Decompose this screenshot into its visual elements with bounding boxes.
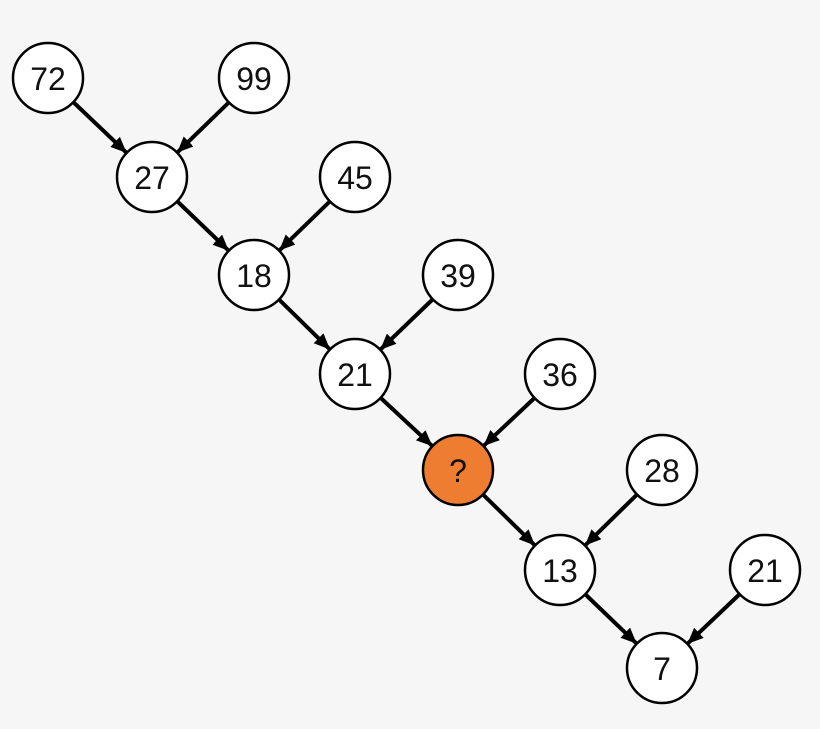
node-circle	[625, 631, 699, 705]
number-node: 99	[217, 41, 291, 115]
node-circle	[318, 337, 392, 411]
number-node: 45	[318, 140, 392, 214]
edge-arrow-n28-to-n13	[584, 493, 639, 547]
node-label: 21	[747, 553, 783, 589]
node-label: 28	[644, 453, 680, 489]
edge-arrow-n45-to-n18	[278, 199, 332, 252]
node-label: 13	[542, 553, 578, 589]
number-node: 21	[318, 337, 392, 411]
node-circle	[728, 533, 802, 607]
number-node: 28	[625, 433, 699, 507]
node-circle	[318, 140, 392, 214]
node-circle	[421, 238, 495, 312]
node-circle	[115, 140, 189, 214]
node-circle	[217, 238, 291, 312]
node-label: 72	[30, 61, 66, 97]
number-node: 27	[115, 140, 189, 214]
edge-arrow-n99-to-n27	[176, 100, 231, 154]
number-node: 18	[217, 238, 291, 312]
node-label: ?	[449, 453, 467, 489]
node-label: 27	[134, 160, 170, 196]
edge-arrow-n72-to-n27	[71, 100, 128, 154]
unknown-node: ?	[421, 433, 495, 507]
node-circle	[523, 533, 597, 607]
node-label: 39	[440, 258, 476, 294]
node-circle	[625, 433, 699, 507]
node-circle	[421, 433, 495, 507]
edge-arrow-n36-to-nq	[482, 396, 536, 447]
node-label: 45	[337, 160, 373, 196]
edges-layer	[71, 100, 742, 645]
number-node: 36	[523, 337, 597, 411]
node-circle	[523, 337, 597, 411]
edge-arrow-n21a-to-nq	[379, 396, 434, 447]
number-node: 13	[523, 533, 597, 607]
node-label: 36	[542, 357, 578, 393]
edge-arrow-n21b-to-n7	[686, 592, 742, 645]
edge-arrow-n39-to-n21a	[379, 297, 435, 351]
number-node: 39	[421, 238, 495, 312]
node-label: 18	[236, 258, 272, 294]
edge-arrow-n27-to-n18	[175, 199, 230, 252]
number-node: 72	[11, 41, 85, 115]
nodes-layer: 72 99 27 45 18 39 21 36? 28 13 21 7	[11, 41, 802, 705]
edge-arrow-nq-to-n13	[481, 493, 536, 547]
number-node: 21	[728, 533, 802, 607]
node-circle	[11, 41, 85, 115]
number-node: 7	[625, 631, 699, 705]
edge-arrow-n18-to-n21a	[277, 298, 331, 351]
node-label: 7	[653, 651, 671, 687]
node-circle	[217, 41, 291, 115]
edge-arrow-n13-to-n7	[583, 592, 638, 645]
node-label: 21	[337, 357, 373, 393]
node-label: 99	[236, 61, 272, 97]
